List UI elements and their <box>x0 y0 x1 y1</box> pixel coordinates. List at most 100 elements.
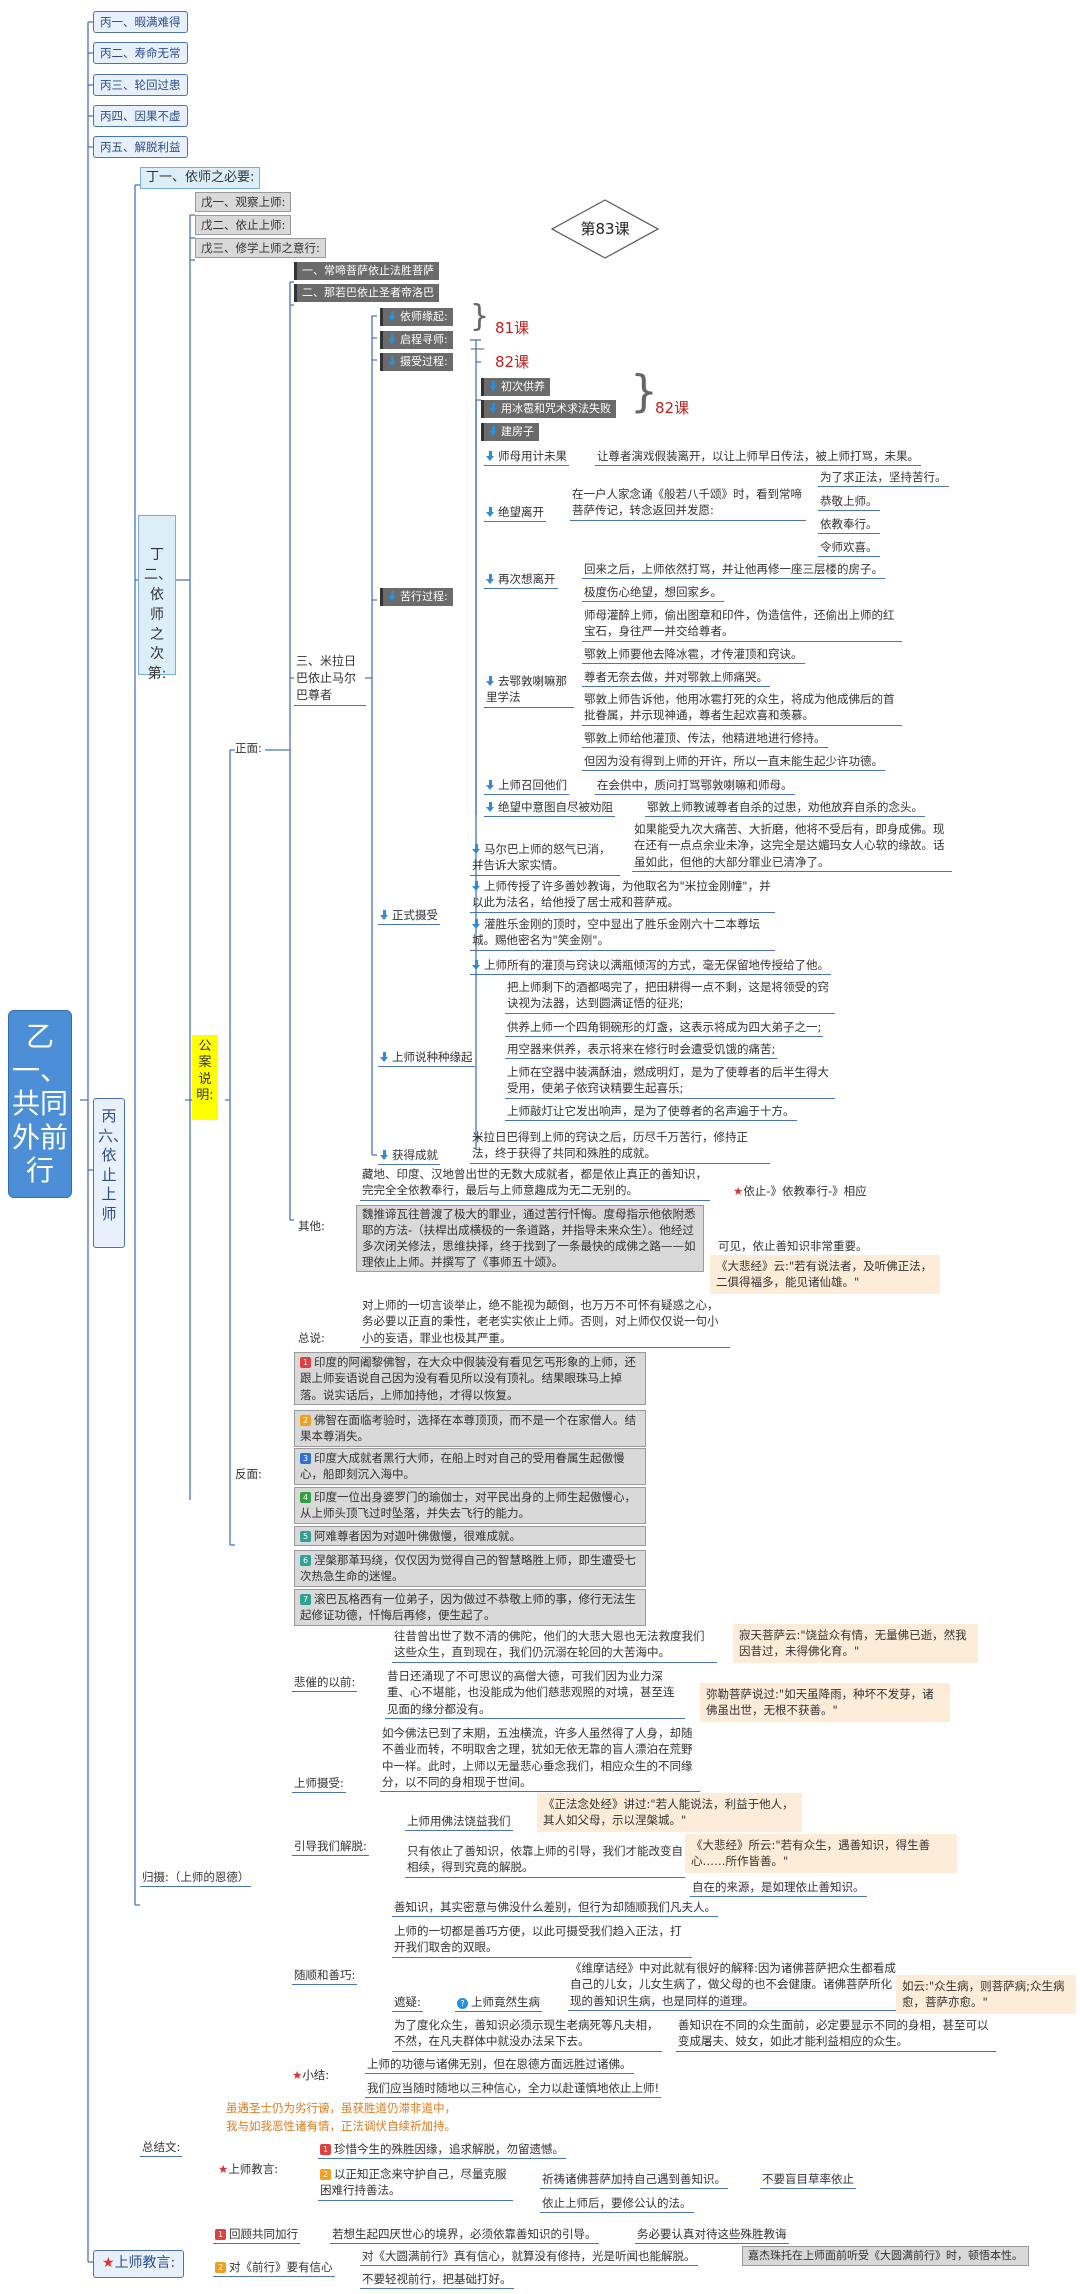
node-k3[interactable]: 再次想离开 <box>484 570 558 590</box>
root-node[interactable]: 乙一、共同外前行 <box>8 1010 72 1198</box>
fan3-label: 印度大成就者黑行大师，在船上时对自己的受用眷属生起傲慢心，船即刻沉入海中。 <box>300 1451 625 1482</box>
node-chu1[interactable]: 初次供养 <box>481 378 550 396</box>
node-ji1[interactable]: 一、常啼菩萨依止法胜菩萨 <box>294 262 439 280</box>
node-yuan2[interactable]: 启程寻师: <box>380 331 453 349</box>
ss3-note: 如云:"众生病，则菩萨病;众生病愈，菩萨亦愈。" <box>896 1975 1076 2014</box>
ss4-note: 善知识在不同的众生面前，必定要显示不同的身相，甚至可以变成屠夫、妓女，如此才能利… <box>676 2016 996 2052</box>
node-bing6[interactable]: 丙六、依止上师 <box>93 1098 128 1248</box>
ss3-head: ?上师竟然生病 <box>455 1993 542 2013</box>
download-icon <box>472 844 481 854</box>
node-bing3[interactable]: 丙三、轮回过患 <box>93 74 188 97</box>
node-k2[interactable]: 绝望离开 <box>484 503 546 523</box>
k2-text: 在一户人家念诵《般若八千颂》时，看到常啼菩萨传记，转念返回并发愿: <box>570 485 806 521</box>
label-yindao: 引导我们解脱: <box>292 1837 369 1857</box>
node-k6[interactable]: 绝望中意图自尽被劝阻 <box>484 798 615 818</box>
k1-text: 让尊者演戏假装离开，以让上师早日传法，被上师打骂，未果。 <box>595 447 921 467</box>
download-icon <box>489 403 498 413</box>
node-huode[interactable]: 获得成就 <box>378 1146 440 1166</box>
node-wu2[interactable]: 戊二、依止上师: <box>195 215 292 236</box>
node-bing1[interactable]: 丙一、暇满难得 <box>93 11 188 34</box>
node-gongan[interactable]: 公案说明: <box>192 1035 218 1120</box>
bt2a-note: 嘉杰珠托在上师面前听受《大圆满前行》时，顿悟本性。 <box>742 2246 1029 2266</box>
node-milarepa[interactable]: 三、米拉日巴依止马尔巴尊者 <box>294 652 366 707</box>
node-bing4[interactable]: 丙四、因果不虚 <box>93 105 188 128</box>
download-icon <box>486 574 495 584</box>
download-icon <box>489 426 498 436</box>
number-icon: 2 <box>320 2169 331 2180</box>
ref-81: 81课 <box>495 319 530 337</box>
download-icon <box>388 311 397 321</box>
k2-label: 绝望离开 <box>498 505 544 519</box>
bei-text2: 昔日还涌现了不可思议的高僧大德，可我们因为业力深重、心不堪能，也没能成为他们慈悲… <box>385 1667 685 1719</box>
chu2-label: 用冰雹和咒术求法失败 <box>501 402 611 415</box>
s2-text: 上师传授了许多善妙教诲，为他取名为"米拉金刚幢"，并以此为法名，给他授了居士戒和… <box>470 877 775 913</box>
qita-note1: ★依止-》依教奉行-》相应 <box>733 1183 867 1199</box>
k3-label: 再次想离开 <box>498 572 556 586</box>
huode-label: 获得成就 <box>392 1148 438 1162</box>
yuanqi-label: 上师说种种缘起 <box>392 1050 473 1064</box>
label-xiaojie: ★小结: <box>292 2067 329 2083</box>
ss2-text: 上师的一切都是善巧方便，以此可摄受我们趋入正法，打开我们取舍的双眼。 <box>392 1922 692 1958</box>
node-kuxing[interactable]: 苦行过程: <box>380 588 453 606</box>
node-ding2[interactable]: 丁二、依师之次第: <box>138 515 176 682</box>
node-wu3[interactable]: 戊三、修学上师之意行: <box>195 238 326 259</box>
k2-item1: 为了求正法，坚持苦行。 <box>818 468 949 488</box>
download-icon <box>380 910 389 920</box>
yd2-text: 只有依止了善知识，依靠上师的引导，我们才能改变自相续，得到究竟的解脱。 <box>405 1842 685 1878</box>
k4-item3: 尊者无奈去做，并对鄂敦上师痛哭。 <box>582 668 770 688</box>
node-k1[interactable]: 师母用计未果 <box>484 447 569 467</box>
node-yuanqi[interactable]: 上师说种种缘起 <box>378 1048 475 1068</box>
node-yuan1[interactable]: 依师缘起: <box>380 308 453 326</box>
fan5-label: 阿难尊者因为对迦叶佛傲慢，很难成就。 <box>314 1529 521 1543</box>
k3-item2: 极度伤心绝望，想回家乡。 <box>582 583 724 603</box>
node-ding1[interactable]: 丁一、依师之必要: <box>140 167 261 190</box>
node-k5[interactable]: 上师召回他们 <box>484 776 569 796</box>
qita-note2: 可见，依止善知识非常重要。 <box>718 1239 868 1253</box>
node-bing2[interactable]: 丙二、寿命无常 <box>93 42 188 65</box>
bt2b-text: 不要轻视前行，把基础打好。 <box>360 2270 514 2290</box>
bei-note1: 寂天菩萨云:"饶益众有情，无量佛已逝，然我因昔过，未得佛化育。" <box>733 1624 978 1663</box>
node-yuan3[interactable]: 摄受过程: <box>380 353 453 371</box>
qita-note3: 《大悲经》云:"若有说法者，及听佛正法，二俱得福多，能见诸仙雄。" <box>710 1255 940 1294</box>
k4-item1: 师母灌醉上师，偷出图章和印件，伪造信件，还偷出上师的红宝石，身往严一并交给尊者。 <box>582 606 902 642</box>
yd2-note: 《大悲经》所云:"若有众生，遇善知识，得生善心……所作皆善。" <box>685 1834 957 1873</box>
k4-label: 去鄂敦喇嘛那里学法 <box>486 674 567 705</box>
ss1-text: 善知识，其实密意与佛没什么差别，但行为却随顺我们凡夫人。 <box>392 1898 718 1918</box>
star-icon: ★ <box>218 2162 229 2176</box>
node-wu1[interactable]: 戊一、观察上师: <box>195 192 292 213</box>
node-ji2[interactable]: 二、那若巴依止圣者帝洛巴 <box>294 284 439 302</box>
number-icon: 5 <box>300 1531 311 1542</box>
question-icon: ? <box>457 1998 468 2009</box>
yq-item5: 上师敲灯让它发出响声，是为了使尊者的名声遍于十方。 <box>505 1102 797 1122</box>
node-bottom-jiaoyan[interactable]: ★上师教言: <box>93 2250 185 2278</box>
download-icon <box>486 802 495 812</box>
node-bing5[interactable]: 丙五、解脱利益 <box>93 136 188 159</box>
download-icon <box>486 780 495 790</box>
yd1-note: 《正法念处经》讲过:"若人能说法，利益于他人，其人如父母，示以涅槃城。" <box>537 1793 802 1832</box>
lesson-label: 第83课 <box>580 220 630 238</box>
jy2c-text: 依止上师后，要修公认的法。 <box>540 2194 694 2214</box>
k2-item3: 依教奉行。 <box>818 515 880 535</box>
node-sheshou[interactable]: 正式摄受 <box>378 906 440 926</box>
download-icon <box>380 1150 389 1160</box>
zongjie-line2: 我与如我恶性诸有情，正法调伏自续祈加持。 <box>226 2119 456 2133</box>
ss3h-label: 上师竟然生病 <box>471 1995 540 2009</box>
node-zongjie[interactable]: 总结文: <box>140 2138 183 2158</box>
qita-text1: 藏地、印度、汉地曾出世的无数大成就者，都是依止真正的善知识，完完全全依教奉行，最… <box>360 1165 710 1201</box>
jy2-label: 以正知正念来守护自己，尽量克服困难行持善法。 <box>320 2167 507 2198</box>
node-guishe[interactable]: 归摄:（上师的恩德） <box>140 1868 252 1888</box>
s1-label: 马尔巴上师的怒气已消，并告诉大家实情。 <box>472 842 611 873</box>
ref-82b: 82课 <box>655 399 690 417</box>
label-yiwen: 遮疑: <box>392 1993 423 2013</box>
fan4-label: 印度一位出身婆罗门的瑜伽士，对平民出身的上师生起傲慢心，从上师头顶飞过时坠落，并… <box>300 1490 636 1521</box>
bei-note2: 弥勒菩萨说过:"如天虽降雨，种坏不发芽，诸佛虽出世，无根不获善。" <box>700 1683 950 1722</box>
node-chu2[interactable]: 用冰雹和咒术求法失败 <box>481 400 616 418</box>
download-icon <box>388 334 397 344</box>
node-chu3[interactable]: 建房子 <box>481 423 539 441</box>
label-bei: 悲催的以前: <box>292 1673 358 1693</box>
node-k4[interactable]: 去鄂敦喇嘛那里学法 <box>484 672 574 708</box>
yq-item3: 用空器来供养，表示将来在修行时会遭受饥饿的痛苦; <box>505 1040 778 1060</box>
